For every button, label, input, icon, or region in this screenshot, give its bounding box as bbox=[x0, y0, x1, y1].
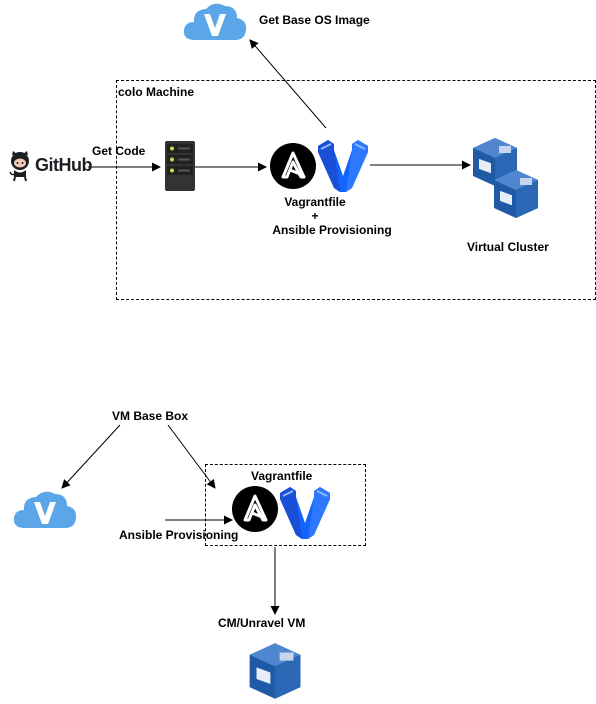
ansible-icon bbox=[270, 143, 316, 189]
virtualbox-icon-bottom bbox=[249, 643, 301, 699]
vagrantfile-line2: Ansible Provisioning bbox=[272, 223, 392, 237]
vagrant-cloud-icon bbox=[183, 3, 247, 41]
server-icon bbox=[165, 141, 195, 191]
virtualbox-icon-2 bbox=[494, 170, 538, 218]
arrow-basebox-to-vagrantfile bbox=[167, 424, 216, 489]
arrow-vagrant-to-cloud bbox=[249, 39, 327, 129]
ansible-icon-bottom bbox=[232, 486, 278, 532]
vagrant-icon bbox=[318, 140, 368, 192]
get-code-label: Get Code bbox=[92, 144, 146, 158]
base-os-image-label: Get Base OS Image bbox=[259, 13, 370, 27]
cm-unravel-vm-label: CM/Unravel VM bbox=[218, 616, 306, 630]
vagrantfile-bottom-label: Vagrantfile bbox=[251, 469, 313, 483]
ansible-provisioning-label: Ansible Provisioning bbox=[119, 528, 239, 542]
vagrantfile-boundary bbox=[205, 464, 366, 546]
github-wordmark: GitHub bbox=[35, 155, 93, 175]
vagrant-cloud-icon-bottom bbox=[13, 491, 77, 528]
virtual-cluster-label: Virtual Cluster bbox=[467, 240, 549, 254]
vm-base-box-label: VM Base Box bbox=[112, 409, 189, 423]
virtualbox-icon bbox=[473, 138, 517, 186]
vagrantfile-plus: + bbox=[311, 209, 319, 223]
vagrant-icon-bottom bbox=[280, 487, 330, 539]
colo-machine-label: colo Machine bbox=[118, 85, 195, 99]
arrow-basebox-to-cloud bbox=[61, 424, 121, 489]
vagrantfile-line1: Vagrantfile bbox=[284, 195, 346, 209]
octocat-icon bbox=[9, 151, 29, 182]
github-logo: GitHub bbox=[6, 150, 93, 182]
